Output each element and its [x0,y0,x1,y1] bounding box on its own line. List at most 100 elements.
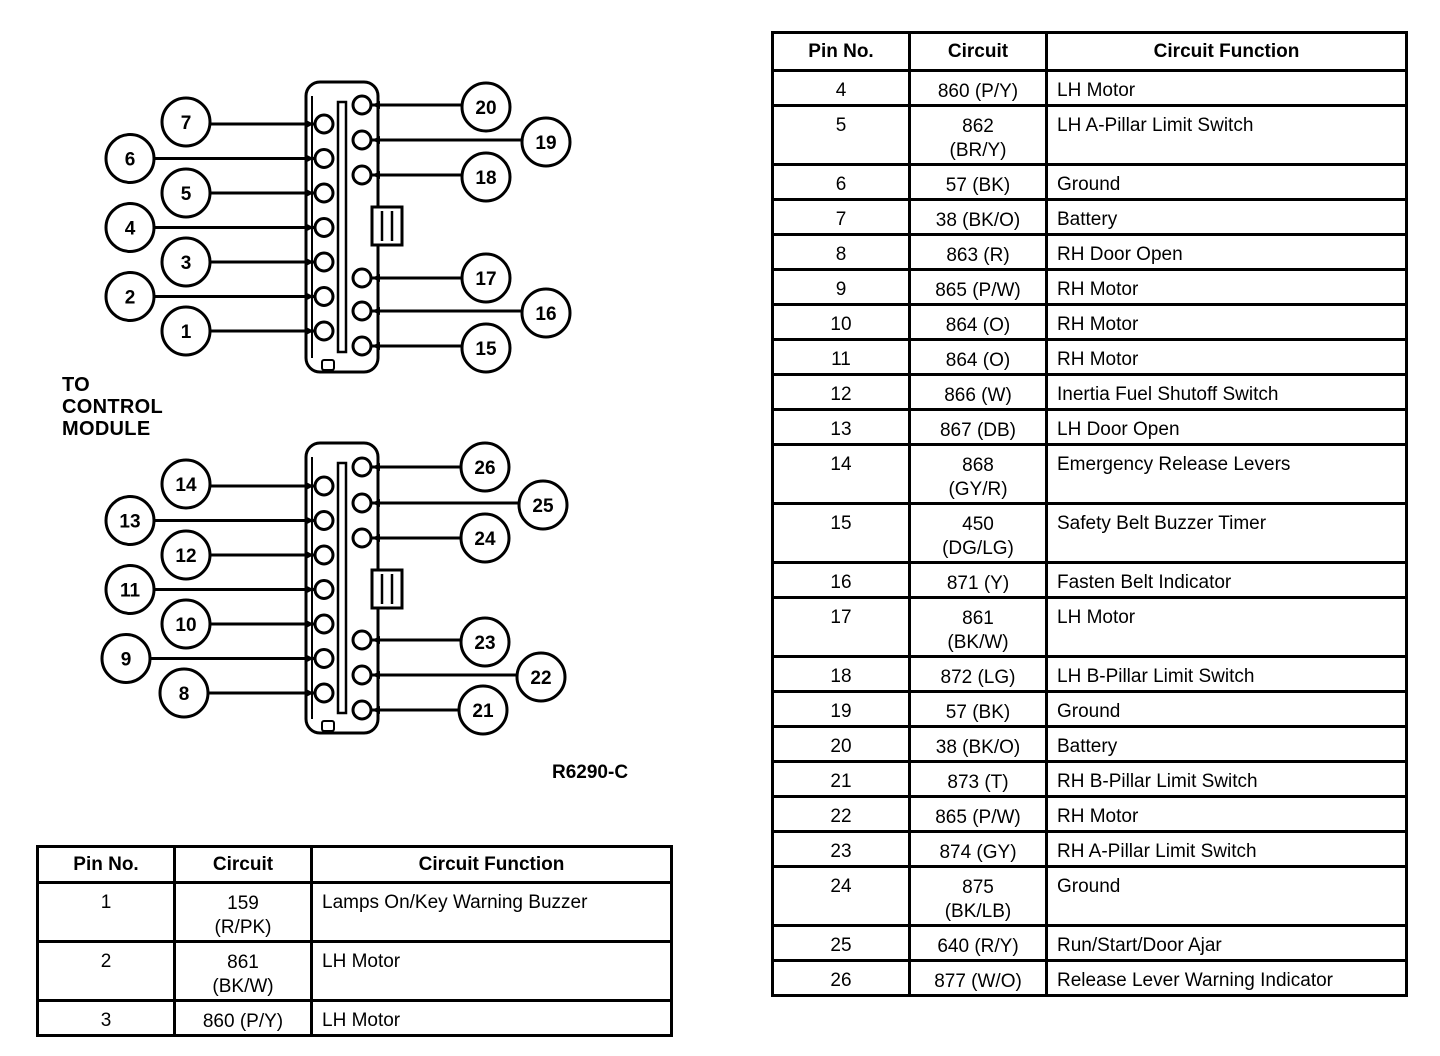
circuit-cell: 865 (P/W) [908,795,1048,833]
circuit-function-cell: Emergency Release Levers [1045,443,1408,505]
pin-number-cell: 10 [771,303,911,341]
circuit-cell: 864 (O) [908,338,1048,376]
circuit-function-cell: LH A-Pillar Limit Switch [1045,104,1408,166]
lower-connector-cavity [313,579,335,600]
pin-number-cell: 21 [771,760,911,798]
circuit-line: 871 (Y) [946,573,1010,594]
circuit-cell: 871 (Y) [908,561,1048,599]
circuit-line: (BK/LB) [944,901,1012,922]
side-label-line-2: CONTROL [62,396,163,418]
circuit-line: 860 (P/Y) [202,1011,284,1032]
circuit-cell: 861(BK/W) [908,596,1048,658]
lower-connector-wire-arrow [306,654,314,663]
lower-connector-cavity [313,613,335,635]
upper-connector-wire-arrow [306,189,314,197]
circuit-cell: 863 (R) [908,233,1048,271]
header-circuit-function: Circuit Function [310,845,673,884]
to-control-module-label: TO CONTROL MODULE [62,374,163,440]
circuit-cell: 867 (DB) [908,408,1048,446]
upper-connector-cavity [351,267,373,289]
pin-18-callout [460,151,512,203]
upper-connector-wire-arrow [306,154,314,163]
lower-connector-locking-tab [370,568,404,610]
pin-2-callout [104,271,156,322]
pin-number-cell: 24 [771,865,911,927]
circuit-line: 875 [962,877,994,898]
circuit-function-cell: Fasten Belt Indicator [1045,561,1408,599]
pin-7-callout [160,96,212,148]
circuit-function-cell: RH B-Pillar Limit Switch [1045,760,1408,798]
circuit-cell: 38 (BK/O) [908,725,1048,763]
pin-number-cell: 19 [771,690,911,728]
circuit-function-cell: Ground [1045,865,1408,927]
lower-connector-wire-arrow [372,499,380,507]
lower-connector-wire-arrow [372,534,380,542]
pin-8-number: 8 [179,684,190,705]
lower-connector-cavity [351,527,373,549]
header-circuit: Circuit [908,31,1048,72]
circuit-line: 861 [962,608,994,629]
circuit-line: 450 [962,514,994,535]
lower-connector-wire-arrow [306,689,314,697]
figure-reference-code: R6290-C [552,762,629,783]
circuit-function-cell: Release Lever Warning Indicator [1045,959,1408,997]
pin-15-number: 15 [475,339,497,360]
circuit-function-cell: RH Motor [1045,795,1408,833]
circuit-cell: 860 (P/Y) [173,999,313,1037]
circuit-function-cell: LH Motor [310,999,673,1037]
pin-25-number: 25 [532,496,554,517]
lower-connector-cavity [351,456,373,478]
pin-4-callout [104,202,156,253]
circuit-cell: 866 (W) [908,373,1048,411]
header-pin-no: Pin No. [771,31,911,72]
pin-number-cell: 8 [771,233,911,271]
circuit-cell: 450(DG/LG) [908,502,1048,564]
pin-24-number: 24 [474,529,496,550]
circuit-line: 866 (W) [944,385,1012,406]
pin-6-callout [104,133,156,184]
header-circuit-function: Circuit Function [1045,31,1408,72]
lower-connector-cavity [313,544,335,566]
circuit-function-cell: RH A-Pillar Limit Switch [1045,830,1408,868]
circuit-cell: 868(GY/R) [908,443,1048,505]
circuit-line: 874 (GY) [939,842,1017,863]
pin-9-callout [100,633,152,684]
upper-connector-wire-arrow [372,136,380,144]
lower-connector-wire-arrow [306,551,314,559]
lower-connector-cavity [351,629,373,651]
upper-connector-cavity [351,300,373,322]
circuit-function-cell: Battery [1045,198,1408,236]
lower-connector-cavity [313,510,335,531]
pin-10-number: 10 [175,615,196,636]
circuit-line: 860 (P/Y) [937,81,1019,102]
pin-1-callout [160,305,212,357]
circuit-function-cell: RH Motor [1045,268,1408,306]
pin-number-cell: 12 [771,373,911,411]
circuit-cell: 860 (P/Y) [908,69,1048,107]
circuit-line: 640 (R/Y) [937,936,1019,957]
circuit-cell: 874 (GY) [908,830,1048,868]
pin-5-number: 5 [181,184,192,205]
pin-26-number: 26 [474,458,495,479]
pin-7-number: 7 [181,113,192,134]
upper-connector-center-rib [336,100,348,354]
circuit-line: 877 (W/O) [934,971,1022,992]
pin-13-callout [104,495,156,546]
circuit-line: 57 (BK) [945,175,1011,196]
pin-11-number: 11 [120,581,141,602]
